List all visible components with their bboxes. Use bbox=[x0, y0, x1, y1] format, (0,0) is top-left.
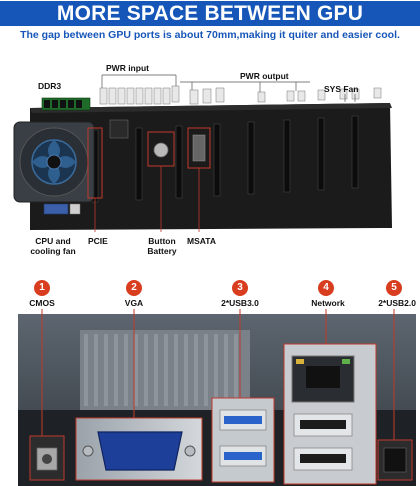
pwr-output-connectors bbox=[189, 87, 382, 105]
usb2-port-upper bbox=[300, 420, 346, 429]
pwr-input-connectors bbox=[99, 85, 180, 105]
usb3-port-upper bbox=[224, 416, 262, 424]
port-label-vga: VGA bbox=[124, 298, 144, 308]
cpu-fan-label-line2: cooling fan bbox=[30, 246, 76, 256]
button-battery bbox=[153, 142, 169, 158]
button-battery-label-line2: Battery bbox=[147, 246, 177, 256]
port-label-network: Network bbox=[311, 298, 345, 308]
cpu-fan-label-line1: CPU and bbox=[35, 236, 71, 246]
port-label-cmos: CMOS bbox=[29, 298, 55, 308]
label-pointer-lines bbox=[101, 74, 356, 102]
cpu-fan-label: CPU and cooling fan bbox=[20, 236, 86, 256]
vga-port bbox=[97, 431, 183, 471]
pcie-slots bbox=[91, 115, 359, 203]
port-label-usb3: 2*USB3.0 bbox=[221, 298, 259, 308]
port-badge-2: 2 bbox=[126, 280, 142, 296]
port-badge-1: 1 bbox=[34, 280, 50, 296]
cpu-cooling-fan bbox=[13, 121, 95, 203]
port-badge-5: 5 bbox=[386, 280, 402, 296]
button-battery-label: Button Battery bbox=[140, 236, 184, 256]
pwr-output-label: PWR output bbox=[240, 71, 289, 81]
pwr-input-label: PWR input bbox=[106, 63, 149, 73]
usb3-port-lower bbox=[224, 452, 262, 460]
pcie-label: PCIE bbox=[88, 236, 108, 246]
port-callout-lines bbox=[41, 309, 395, 440]
subheadline: The gap between GPU ports is about 70mm,… bbox=[20, 29, 400, 41]
headline: MORE SPACE BETWEEN GPU bbox=[0, 1, 420, 26]
usb2-port-lower bbox=[300, 454, 346, 463]
port-badge-3: 3 bbox=[232, 280, 248, 296]
port-badge-4: 4 bbox=[318, 280, 334, 296]
heatsink bbox=[80, 330, 250, 410]
ddr3-label: DDR3 bbox=[38, 81, 62, 91]
msata-label: MSATA bbox=[187, 236, 216, 246]
button-battery-label-line1: Button bbox=[148, 236, 176, 246]
sys-fan-label: SYS Fan bbox=[324, 84, 359, 94]
port-label-usb2: 2*USB2.0 bbox=[378, 298, 416, 308]
